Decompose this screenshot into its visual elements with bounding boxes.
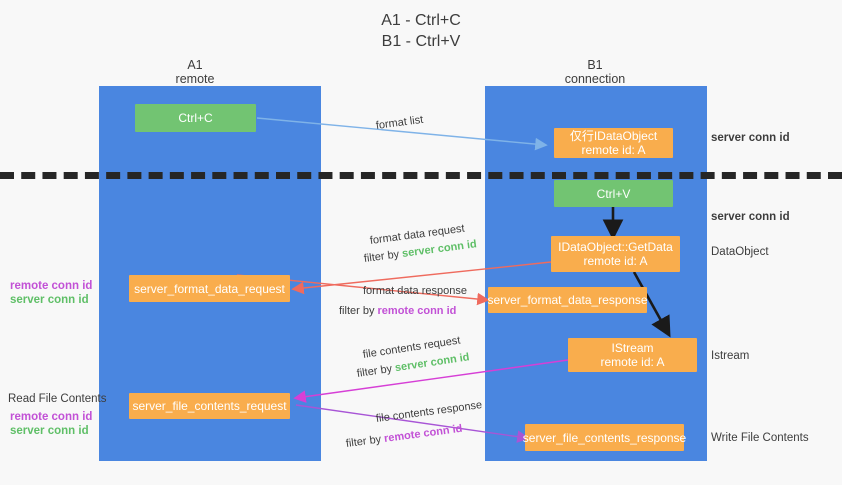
phase-divider (0, 172, 842, 179)
lane-b1-title: B1 (587, 58, 603, 72)
right-note-server-conn-id-top: server conn id (711, 132, 790, 144)
node-idataobject-getdata[interactable]: IDataObject::GetData remote id: A (551, 236, 680, 272)
node-idataobject-label: 仅行IDataObject (569, 129, 658, 143)
node-server-file-contents-request[interactable]: server_file_contents_request (129, 393, 290, 419)
lane-header-a1: A1 remote (130, 58, 260, 86)
lane-a1-subtitle: remote (175, 72, 215, 86)
page-title-line1: A1 - Ctrl+C (381, 12, 461, 29)
node-server-file-contents-response-label: server_file_contents_response (522, 430, 687, 445)
right-note-write-file-contents: Write File Contents (711, 432, 809, 444)
lane-b1-subtitle: connection (564, 72, 626, 86)
edge-label-format-data-response: format data response (363, 285, 467, 297)
node-idataobject[interactable]: 仅行IDataObject remote id: A (554, 128, 673, 158)
side-label-remote-conn-id-mid: remote conn id (10, 280, 93, 292)
node-ctrl-c[interactable]: Ctrl+C (135, 104, 256, 132)
node-server-format-data-response-label: server_format_data_response (487, 293, 648, 307)
node-ctrl-v-label: Ctrl+V (596, 186, 631, 201)
arrow-getdata-to-istream (632, 271, 671, 338)
arrow-file-contents-response (295, 404, 530, 443)
edge-label-format-data-response-filter: filter by remote conn id (339, 304, 456, 319)
node-server-format-data-request[interactable]: server_format_data_request (129, 275, 290, 302)
right-note-server-conn-id-second: server conn id (711, 211, 790, 223)
right-note-dataobject: DataObject (711, 246, 769, 258)
filter-by-text: filter by (339, 305, 378, 317)
node-ctrl-v[interactable]: Ctrl+V (554, 180, 673, 207)
lane-a1-title: A1 (187, 58, 203, 72)
node-server-file-contents-response[interactable]: server_file_contents_response (522, 424, 687, 451)
lane-header-b1: B1 connection (530, 58, 660, 86)
side-label-server-conn-id-mid: server conn id (10, 294, 89, 306)
page-title-line2: B1 - Ctrl+V (381, 33, 461, 50)
node-getdata-sublabel: remote id: A (583, 254, 648, 268)
right-note-istream: Istream (711, 350, 750, 362)
node-istream-sublabel: remote id: A (600, 355, 665, 369)
node-ctrl-c-label: Ctrl+C (178, 111, 213, 125)
side-label-remote-conn-id-low: remote conn id (10, 411, 93, 423)
side-label-read-file-contents: Read File Contents (8, 393, 107, 405)
filter-by-text: filter by (345, 433, 385, 450)
node-server-file-contents-request-label: server_file_contents_request (132, 399, 287, 413)
node-idataobject-sublabel: remote id: A (581, 143, 646, 157)
remote-conn-id-text: remote conn id (377, 305, 457, 317)
node-istream[interactable]: IStream remote id: A (568, 338, 697, 372)
arrow-file-contents-request (293, 359, 569, 403)
node-getdata-label: IDataObject::GetData (558, 240, 673, 254)
node-server-format-data-response[interactable]: server_format_data_response (487, 287, 648, 313)
side-label-server-conn-id-low: server conn id (10, 425, 89, 437)
filter-by-text: filter by (363, 248, 403, 265)
node-server-format-data-request-label: server_format_data_request (134, 281, 285, 296)
arrow-format-list (256, 117, 548, 151)
node-istream-label: IStream (611, 341, 654, 355)
